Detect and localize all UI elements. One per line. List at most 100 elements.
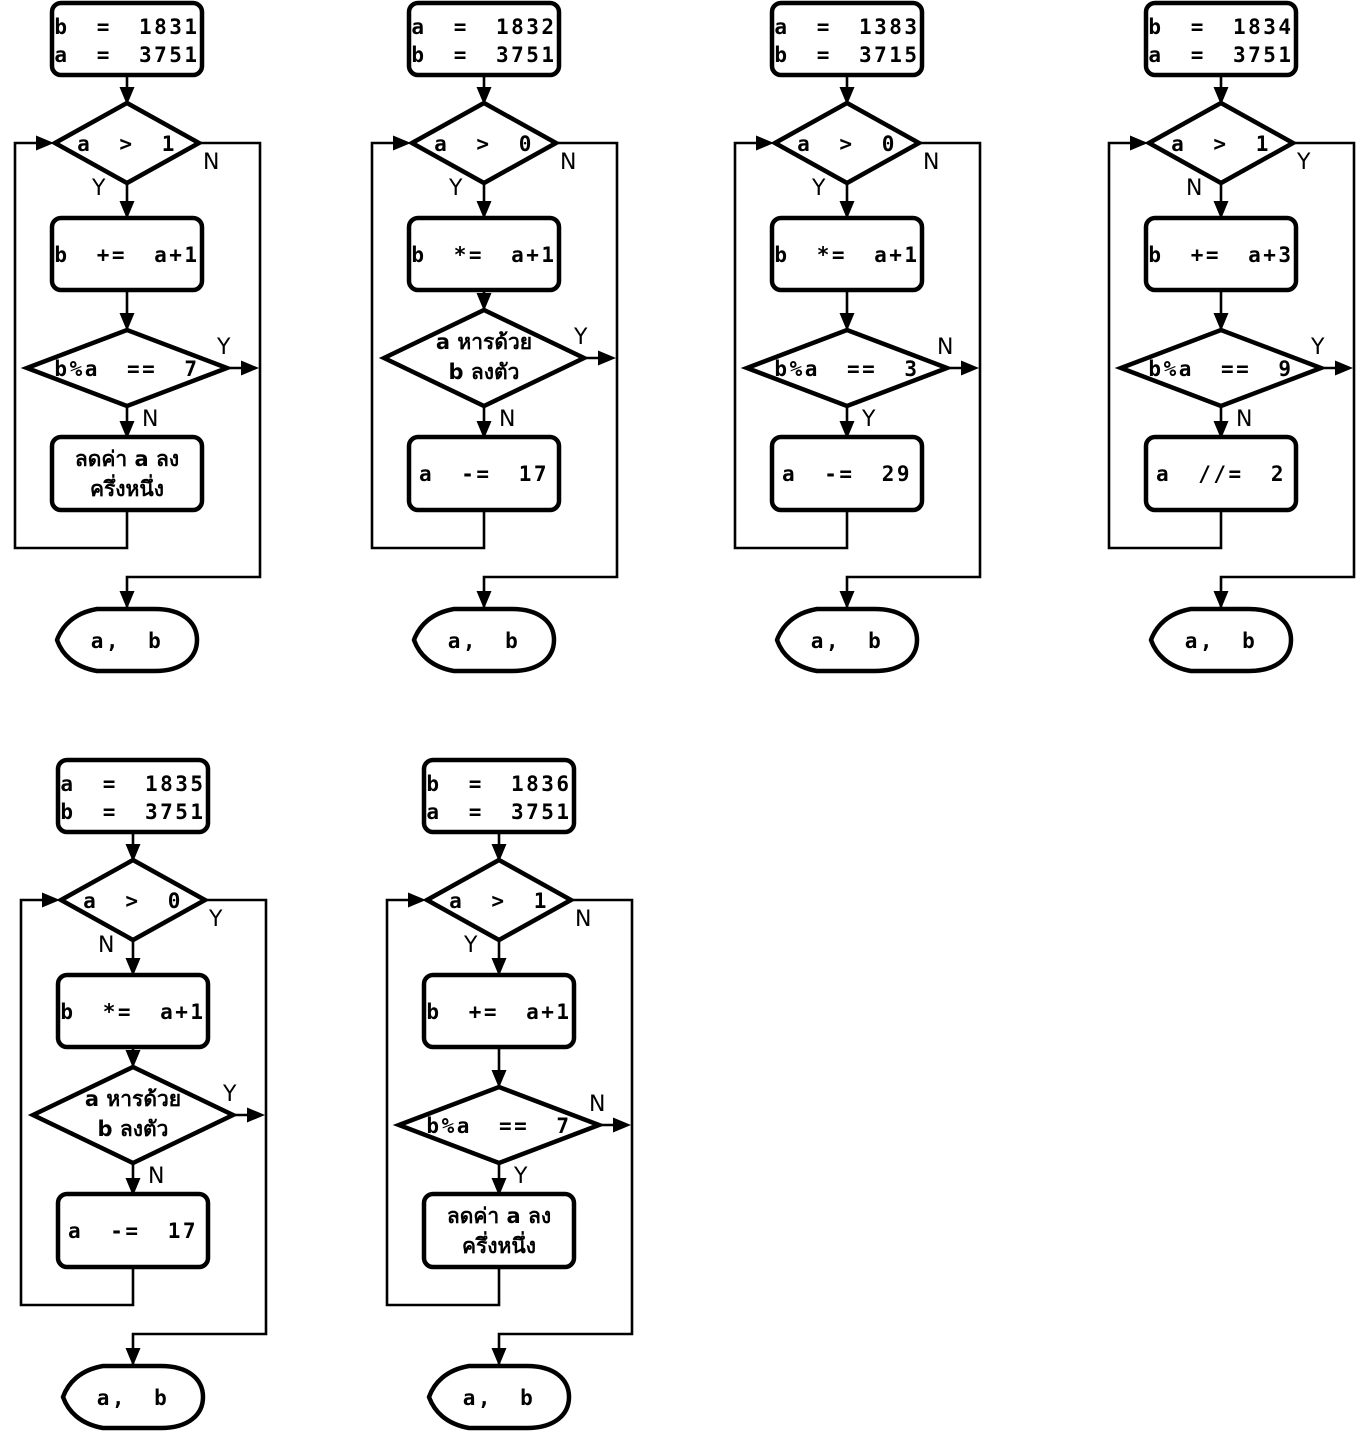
arrowhead [1213, 591, 1229, 609]
start-box-line1: b = 1836 [426, 772, 571, 796]
start-box-line2: a = 3751 [1148, 43, 1293, 67]
decision2-diamond [740, 327, 954, 409]
decision1-label: a > 0 [83, 889, 183, 913]
arrowhead [119, 313, 135, 331]
arrowhead [119, 591, 135, 609]
decision1-down-branch-label: Y [811, 176, 826, 201]
decision1-label: a > 1 [1171, 132, 1271, 156]
arrowhead [476, 87, 492, 105]
arrowhead [119, 201, 135, 219]
start-box-line2: b = 3751 [60, 800, 205, 824]
arrowhead [839, 313, 855, 331]
decision2-label-line1: a หารด้วย [436, 330, 532, 354]
process1-label: b += a+1 [54, 243, 199, 267]
arrowhead [613, 1117, 631, 1133]
decision1-right-branch-label: N [923, 150, 939, 175]
loop-connector [385, 898, 501, 1307]
decision2-down-branch-label: Y [861, 407, 876, 432]
arrowhead [476, 421, 492, 439]
arrowhead [36, 135, 54, 151]
decision1-right-branch-label: N [203, 150, 219, 175]
loop-connector [1107, 141, 1223, 550]
output-shape [1148, 606, 1294, 674]
decision1-right-branch-label: N [575, 907, 591, 932]
output-shape [774, 606, 920, 674]
output-shape [60, 1363, 206, 1431]
decision1-down-branch-label: Y [463, 933, 478, 958]
process1-label: b *= a+1 [774, 243, 919, 267]
start-box [55, 757, 211, 835]
output-label: a, b [463, 1386, 536, 1410]
process2-label-line1: ลดค่า a ลง [447, 1204, 551, 1228]
decision2-right-branch-label: Y [222, 1082, 237, 1107]
arrowhead [1213, 313, 1229, 331]
process2-label-line2: ครึ่งหนึ่ง [90, 473, 164, 501]
decision2-label-line2: b ลงตัว [98, 1117, 169, 1141]
decision2-diamond [1114, 327, 1328, 409]
output-shape [411, 606, 557, 674]
process1-label: b *= a+1 [411, 243, 556, 267]
arrowhead [839, 591, 855, 609]
arrowhead [491, 958, 507, 976]
arrowhead [491, 1348, 507, 1366]
loop-connector [19, 898, 135, 1307]
start-box [406, 0, 562, 78]
output-label: a, b [97, 1386, 170, 1410]
arrowhead [119, 87, 135, 105]
right-rail [845, 141, 982, 607]
right-rail [1219, 141, 1356, 607]
arrowhead [125, 844, 141, 862]
start-box-line2: a = 3751 [54, 43, 199, 67]
decision1-diamond [770, 100, 924, 186]
output-shape [54, 606, 200, 674]
arrowhead [839, 87, 855, 105]
decision1-right-branch-label: Y [1296, 150, 1311, 175]
decision1-down-branch-label: N [98, 933, 114, 958]
decision2-right-branch-label: N [937, 335, 953, 360]
start-box [769, 0, 925, 78]
decision1-label: a > 1 [449, 889, 549, 913]
arrowhead [125, 1050, 141, 1068]
decision1-right-branch-label: Y [208, 907, 223, 932]
arrowhead [476, 293, 492, 311]
process2-label-line2: ครึ่งหนึ่ง [462, 1230, 536, 1258]
arrowhead [1213, 87, 1229, 105]
decision1-down-branch-label: Y [91, 176, 106, 201]
arrowhead [125, 958, 141, 976]
arrowhead [961, 360, 979, 376]
right-rail [131, 898, 268, 1364]
arrowhead [1213, 421, 1229, 439]
arrowhead [491, 1178, 507, 1196]
output-label: a, b [1185, 629, 1258, 653]
decision1-diamond [422, 857, 576, 943]
right-rail [497, 898, 634, 1364]
arrowhead [247, 1107, 265, 1123]
decision1-label: a > 0 [797, 132, 897, 156]
arrowhead [476, 591, 492, 609]
output-label: a, b [448, 629, 521, 653]
start-box-line1: a = 1835 [60, 772, 205, 796]
decision2-down-branch-label: N [1236, 407, 1252, 432]
arrowhead [1130, 135, 1148, 151]
start-box-line2: b = 3751 [411, 43, 556, 67]
output-shape [426, 1363, 572, 1431]
process1-label: b += a+1 [426, 1000, 571, 1024]
start-box-line1: a = 1383 [774, 15, 919, 39]
arrowhead [491, 844, 507, 862]
decision2-down-branch-label: Y [513, 1164, 528, 1189]
decision2-label-line2: b ลงตัว [449, 360, 520, 384]
right-rail [482, 141, 619, 607]
decision2-diamond [20, 327, 234, 409]
arrowhead [393, 135, 411, 151]
arrowhead [839, 201, 855, 219]
decision2-label-line1: a หารด้วย [85, 1087, 181, 1111]
decision2-diamond [392, 1084, 606, 1166]
